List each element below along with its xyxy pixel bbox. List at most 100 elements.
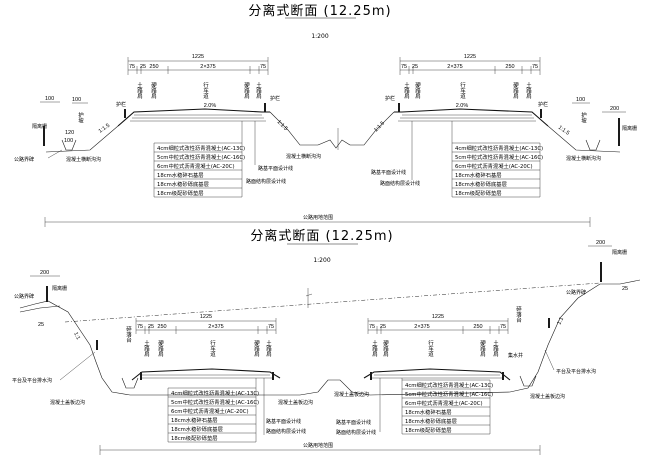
drawing-label: 2.0% xyxy=(204,103,217,109)
drawing-label: 护栏 xyxy=(538,101,548,108)
drawing-label: 1:1.5 xyxy=(557,125,570,137)
drawing-label: 路基平面设计线 xyxy=(266,418,301,425)
drawing-label: 硬路肩 xyxy=(243,82,250,100)
drawing-label: 行车道 xyxy=(209,339,216,358)
section-title: 分离式断面 (12.25m) xyxy=(248,3,391,19)
drawing-label: 4cm细粒式改性沥青混凝土(AC-13C) xyxy=(405,381,493,389)
drawing-label: 200 xyxy=(40,270,49,276)
drawing-label: 土路肩 xyxy=(255,81,262,100)
drawing-label: 250 xyxy=(149,64,158,70)
drawing-label: 行车道 xyxy=(202,81,209,100)
drawing-label: 1225 xyxy=(432,314,444,320)
dim-total: 1225 xyxy=(192,54,204,60)
drawing-label: 18cm级配砂砾垫层 xyxy=(455,189,502,197)
median-top: 混凝土横断沟沟 xyxy=(286,128,351,160)
drawing-label: 土路肩 xyxy=(136,81,143,100)
drawing-label: 路面结构层设计线 xyxy=(246,178,286,185)
drawing-label: 路基平面设计线 xyxy=(258,165,293,172)
drawing-label: 行车道 xyxy=(427,339,434,358)
drawing-label: 1225 xyxy=(200,314,212,320)
drawing-label: 硬路肩 xyxy=(253,340,260,358)
drawing-label: 18cm级配砂砾垫层 xyxy=(405,426,452,434)
drawing-label: 碎落台 xyxy=(125,325,132,344)
drawing-label: 2×375 xyxy=(414,324,429,330)
drawing-label: 75 xyxy=(500,324,506,330)
drawing-label: 18cm水稳砂砾底基层 xyxy=(157,180,209,188)
drawing-label: 5cm中粒式改性沥青混凝土(AC-16C) xyxy=(455,153,543,161)
left-roadway-bottom: 1225 75 25 250 2×375 75 土路肩 硬路肩 行车道 硬路肩 … xyxy=(131,314,313,443)
drawing-label: 120 xyxy=(65,130,74,136)
drawing-label: 1:1.5 xyxy=(276,119,289,132)
drawing-label: 1:1 xyxy=(556,316,565,325)
drawing-label: 75 xyxy=(268,324,274,330)
drawing-label: 25 xyxy=(140,64,146,70)
section-top: 分离式断面 (12.25m) 1:200 公路用地范围 1225 75 25 2… xyxy=(14,3,637,227)
section-bottom: 分离式断面 (12.25m) 1:200 200 公路界碑 隔离栅 25 1:1… xyxy=(12,228,641,455)
drawing-label: 100 xyxy=(72,97,81,103)
drawing-label: 土路肩 xyxy=(403,81,410,100)
drawing-label: 平台及平台排水沟 xyxy=(556,368,596,375)
drawing-label: 隔离栅 xyxy=(612,249,627,256)
drawing-label: 护栏 xyxy=(385,95,395,102)
drawing-label: 1:1.5 xyxy=(373,121,386,134)
drawing-label: 5cm中粒式改性沥青混凝土(AC-16C) xyxy=(171,398,259,406)
drawing-label: 100 xyxy=(64,138,73,144)
drawing-label: 硬路肩 xyxy=(157,340,164,358)
drawing-label: 2×375 xyxy=(447,64,462,70)
drawing-label: 混凝土横断沟沟 xyxy=(286,153,321,160)
drawing-label: 18cm级配砂砾垫层 xyxy=(157,189,204,197)
drawing-label: 护坡 xyxy=(580,111,587,125)
drawing-label: 路面结构层设计线 xyxy=(380,180,420,187)
drawing-label: 硬路肩 xyxy=(479,340,486,358)
drawing-label: 75 xyxy=(129,64,135,70)
drawing-label: 100 xyxy=(45,96,54,102)
drawing-label: 6cm中粒式沥青混凝土(AC-20C) xyxy=(157,162,235,170)
drawing-label: 75 xyxy=(401,64,407,70)
right-roadway-bottom: 1225 75 25 2×375 250 75 土路肩 硬路肩 行车道 硬路肩 … xyxy=(334,314,523,436)
drawing-label: 2×375 xyxy=(200,64,215,70)
drawing-label: 100 xyxy=(576,97,585,103)
drawing-label: 混凝土盖板边沟 xyxy=(334,391,369,398)
drawing-label: 隔离栅 xyxy=(622,125,637,132)
drawing-label: 5cm中粒式改性沥青混凝土(AC-16C) xyxy=(405,390,493,398)
drawing-label: 250 xyxy=(505,64,514,70)
drawing-label: 公路界碑 xyxy=(14,156,34,163)
scale-label: 1:200 xyxy=(313,257,330,264)
land-range-label-2: 公路用地范围 xyxy=(303,442,333,449)
drawing-label: 250 xyxy=(157,324,166,330)
layer-table-right: 4cm细粒式改性沥青混凝土(AC-13C) 5cm中粒式改性沥青混凝土(AC-1… xyxy=(451,121,543,198)
drawing-label: 隔离栅 xyxy=(32,123,47,130)
drawing-label: 6cm中粒式沥青混凝土(AC-20C) xyxy=(405,399,483,407)
drawing-label: 2×375 xyxy=(208,324,223,330)
layer-table-left-2: 4cm细粒式改性沥青混凝土(AC-13C) 5cm中粒式改性沥青混凝土(AC-1… xyxy=(167,378,259,443)
drawing-label: 混凝土横断沟沟 xyxy=(566,155,601,162)
drawing-label: 25 xyxy=(148,324,154,330)
drawing-label: 路面结构层设计线 xyxy=(336,429,376,436)
drawing-label: 土路肩 xyxy=(143,339,150,358)
layer-table-left: 4cm细粒式改性沥青混凝土(AC-13C) 5cm中粒式改性沥青混凝土(AC-1… xyxy=(153,121,245,198)
drawing-label: 18cm水稳碎石基层 xyxy=(171,416,218,424)
drawing-label: 硬路肩 xyxy=(512,82,519,100)
scale-label: 1:200 xyxy=(311,33,328,40)
drawing-label: 土路肩 xyxy=(492,339,499,358)
drawing-label: 护栏 xyxy=(116,101,126,108)
drawing-label: 1:1.5 xyxy=(98,123,111,135)
drawing-label: 4cm细粒式改性沥青混凝土(AC-13C) xyxy=(157,144,245,152)
drawing-label: 200 xyxy=(596,240,605,246)
drawing-label: 公路界碑 xyxy=(14,293,34,300)
drawing-label: 集水井 xyxy=(508,352,523,359)
drawing-label: 混凝土盖板边沟 xyxy=(278,399,313,406)
drawing-label: 2.0% xyxy=(456,103,469,109)
drawing-label: 护栏 xyxy=(270,95,280,102)
drawing-label: 25 xyxy=(412,64,418,70)
drawing-label: 25 xyxy=(38,322,44,328)
drawing-label: 25 xyxy=(380,324,386,330)
drawing-label: 18cm水稳碎石基层 xyxy=(455,171,502,179)
layer-table-right-2: 4cm细粒式改性沥青混凝土(AC-13C) 5cm中粒式改性沥青混凝土(AC-1… xyxy=(401,378,493,435)
drawing-label: 路面结构层设计线 xyxy=(266,428,306,435)
drawing-label: 18cm水稳碎石基层 xyxy=(405,408,452,416)
section-title: 分离式断面 (12.25m) xyxy=(250,228,393,244)
drawing-label: 75 xyxy=(137,324,143,330)
drawing-label: 土路肩 xyxy=(265,339,272,358)
